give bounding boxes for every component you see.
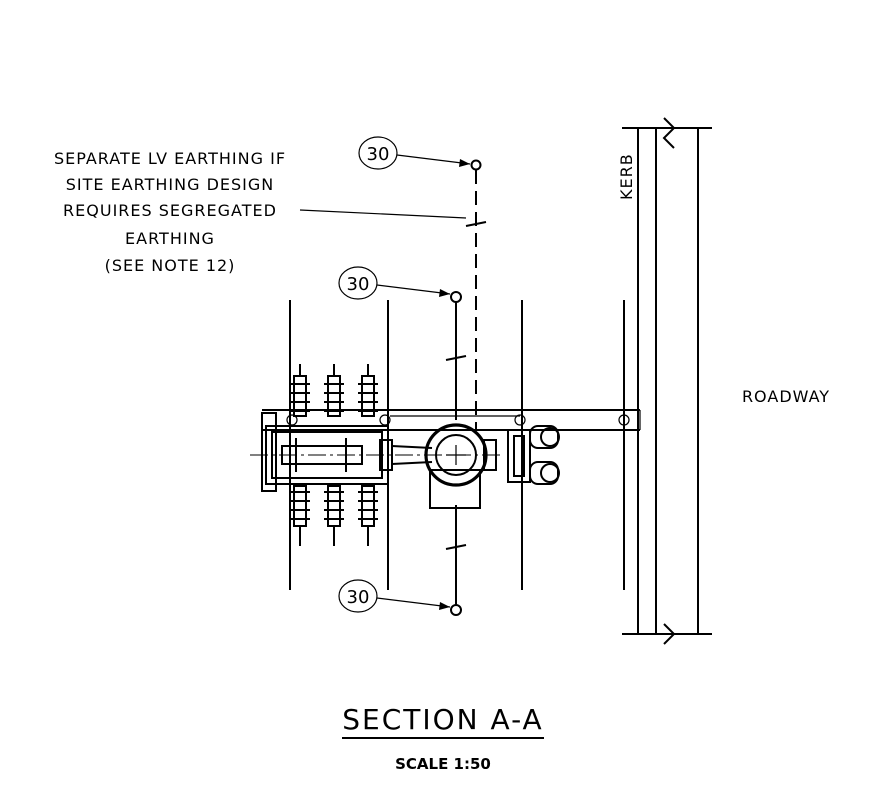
switchgear-unit: [250, 412, 500, 509]
note-line-5: (SEE NOTE 12): [105, 256, 236, 275]
callout-leader: [396, 154, 471, 165]
section-title: SECTION A-A: [342, 703, 543, 736]
callout-top: 30: [358, 136, 471, 170]
roadway-label: ROADWAY: [742, 387, 830, 406]
break-line-icon: [663, 623, 676, 645]
insulator-icon: [358, 364, 378, 417]
scale-label: SCALE 1:50: [395, 755, 491, 773]
break-line-icon: [662, 117, 676, 149]
note-line-1: SEPARATE LV EARTHING IF: [54, 149, 286, 168]
note-line-4: EARTHING: [125, 229, 215, 248]
lv-earth-electrode: [465, 159, 487, 430]
callout-leader: [376, 284, 451, 295]
cable-termination: [507, 425, 560, 485]
callout-number: 30: [347, 274, 370, 295]
hv-earth-electrode: [445, 291, 467, 616]
arrowhead-icon: [439, 289, 450, 297]
insulator-icon: [324, 364, 344, 417]
insulator-icon: [290, 364, 310, 417]
callout-bottom: 30: [338, 579, 451, 613]
insulator-icon: [358, 485, 378, 546]
arrowhead-icon: [459, 159, 470, 167]
callout-number: 30: [367, 144, 390, 165]
callout-number: 30: [347, 587, 370, 608]
arrowhead-icon: [439, 602, 450, 610]
note-line-3: REQUIRES SEGREGATED: [63, 201, 277, 220]
note-line-2: SITE EARTHING DESIGN: [66, 175, 275, 194]
kerb-label: KERB: [617, 153, 636, 200]
insulators-top: [290, 364, 378, 417]
callout-bubble: [338, 579, 378, 613]
earthing-note: SEPARATE LV EARTHING IF SITE EARTHING DE…: [54, 149, 286, 275]
insulator-icon: [324, 485, 344, 546]
callout-leader: [376, 597, 451, 608]
kerb: [622, 117, 712, 645]
insulators-bottom: [290, 485, 378, 546]
callout-bubble: [338, 266, 378, 300]
callout-middle: 30: [338, 266, 451, 300]
note-leader-line: [299, 209, 467, 219]
insulator-icon: [290, 485, 310, 546]
callout-bubble: [358, 136, 398, 170]
